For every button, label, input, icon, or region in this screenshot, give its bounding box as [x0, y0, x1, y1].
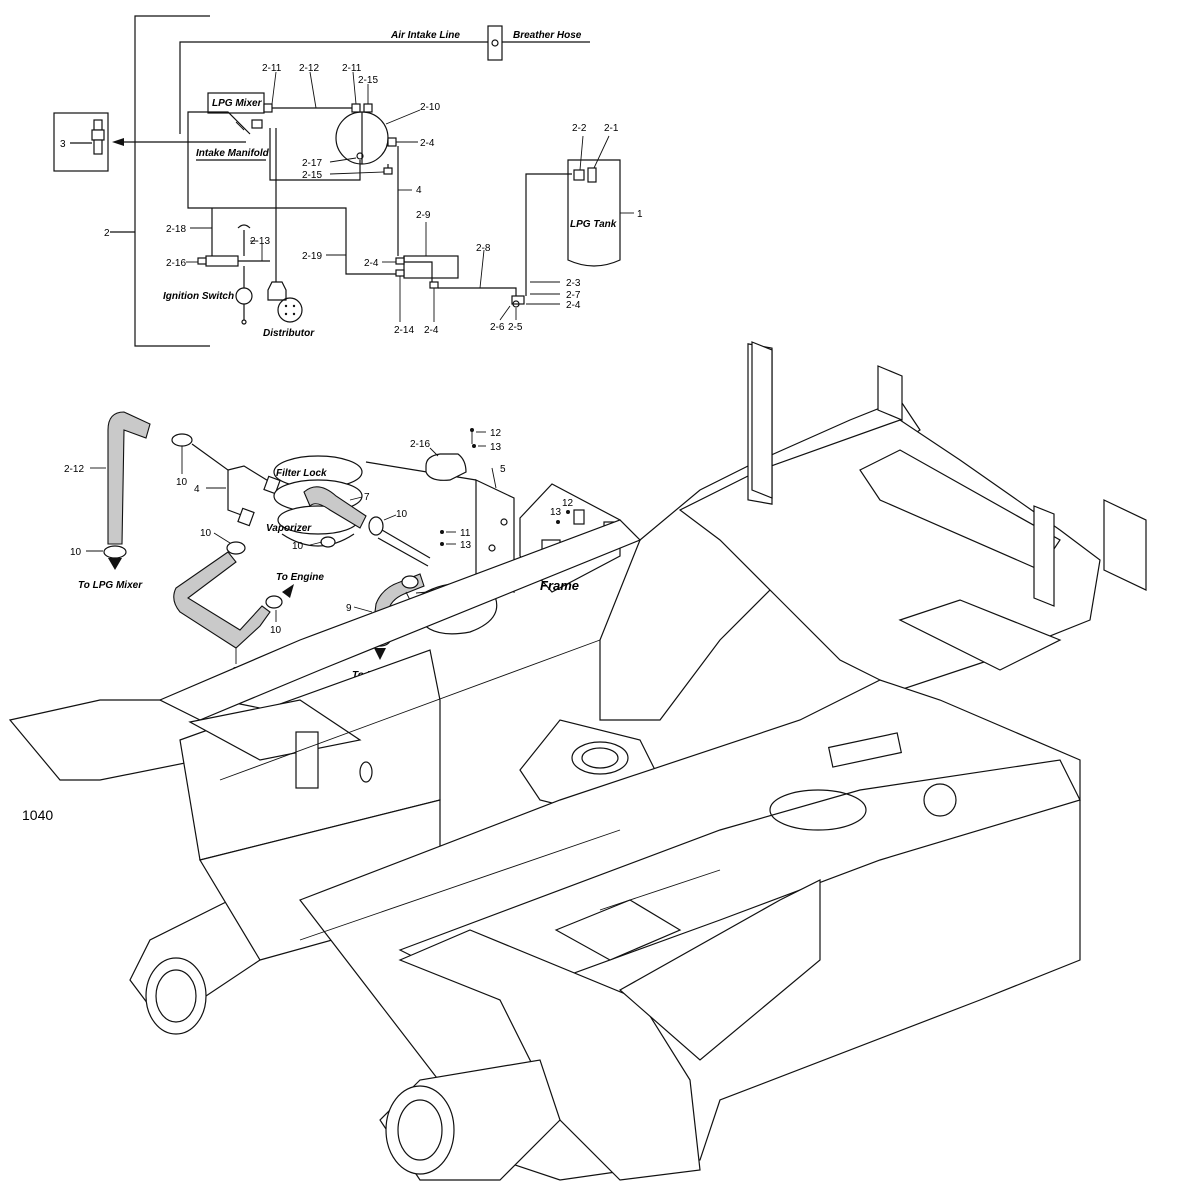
drawing-code: 1040	[22, 807, 53, 823]
callout-2-16a: 2-16	[166, 258, 186, 269]
callout-2-18: 2-18	[166, 224, 186, 235]
clamp-10c	[368, 516, 384, 536]
callout-10b: 10	[176, 477, 188, 488]
callout-4a: 4	[416, 185, 422, 196]
callout-2-4c: 2-4	[566, 300, 581, 311]
lpg-tank	[567, 159, 621, 267]
label-lpg-mixer: LPG Mixer	[212, 98, 263, 109]
arrow-to-part-3-icon	[112, 138, 124, 146]
callout-2-15a: 2-15	[358, 75, 378, 86]
filter-lock-box	[403, 255, 459, 279]
callout-10a: 10	[70, 547, 82, 558]
callout-3: 3	[60, 139, 66, 150]
callout-2-2: 2-2	[572, 123, 587, 134]
arrow-to-engine-2-icon	[374, 648, 386, 660]
callout-10e: 10	[292, 541, 304, 552]
callout-10f: 10	[270, 625, 282, 636]
label-distributor: Distributor	[263, 328, 315, 339]
callout-13b: 13	[460, 540, 472, 551]
callout-2-4a: 2-4	[420, 138, 435, 149]
clamp-10a	[103, 545, 127, 559]
ignition-switch-icon	[235, 287, 253, 305]
clamp-10b	[171, 433, 193, 447]
callout-5: 5	[500, 464, 506, 475]
callout-2: 2	[104, 228, 110, 239]
distributor-icon	[267, 281, 287, 301]
callout-10c: 10	[396, 509, 408, 520]
callout-2-1: 2-1	[604, 123, 619, 134]
callout-2-12a: 2-12	[299, 63, 319, 74]
callout-13a: 13	[490, 442, 502, 453]
clamp-10f	[265, 595, 283, 609]
clamp-10d	[226, 541, 246, 555]
callout-2-9: 2-9	[416, 210, 431, 221]
callout-12b: 12	[562, 498, 574, 509]
solenoid-2-16	[425, 453, 467, 481]
arrow-down-lpg-mixer-icon	[108, 558, 122, 570]
callout-1: 1	[637, 209, 643, 220]
callout-9: 9	[346, 603, 352, 614]
label-intake-manifold: Intake Manifold	[196, 148, 270, 159]
chassis-frame	[8, 341, 1147, 1181]
callout-2-13: 2-13	[250, 236, 270, 247]
arrow-to-engine-1-icon	[282, 584, 294, 598]
label-frame: Frame	[540, 578, 579, 593]
callout-2-11a: 2-11	[262, 63, 282, 74]
callout-4b: 4	[194, 484, 200, 495]
callout-2-16b: 2-16	[410, 439, 430, 450]
callout-12a: 12	[490, 428, 502, 439]
callout-2-10: 2-10	[420, 102, 440, 113]
callout-2-11b: 2-11	[342, 63, 362, 74]
callout-2-19: 2-19	[302, 251, 322, 262]
callout-2-12b: 2-12	[64, 464, 84, 475]
callout-2-4d: 2-4	[424, 325, 439, 336]
callout-2-15b: 2-15	[302, 170, 322, 181]
callout-2-17: 2-17	[302, 158, 322, 169]
label-to-engine-1: To Engine	[276, 572, 324, 583]
callout-2-6: 2-6	[490, 322, 505, 333]
label-vaporizer: Vaporizer	[266, 523, 312, 534]
hose-7	[303, 486, 367, 529]
callout-2-5: 2-5	[508, 322, 523, 333]
label-to-lpg-mixer: To LPG Mixer	[78, 580, 143, 591]
callout-11: 11	[460, 528, 471, 539]
callout-7: 7	[364, 492, 370, 503]
callout-2-4b: 2-4	[364, 258, 379, 269]
callout-2-8: 2-8	[476, 243, 491, 254]
callout-10d: 10	[200, 528, 212, 539]
callout-13c: 13	[550, 507, 562, 518]
callout-2-7: 2-7	[566, 290, 581, 301]
hose-2-12	[107, 411, 151, 545]
breather-fitting	[487, 25, 503, 61]
callout-2-14: 2-14	[394, 325, 414, 336]
label-lpg-tank: LPG Tank	[570, 219, 617, 230]
schematic: 2 3 Air Intake Line Breather Hose LPG Mi…	[53, 15, 643, 347]
label-air-intake-line: Air Intake Line	[390, 30, 460, 41]
label-filter-lock: Filter Lock	[276, 468, 327, 479]
part-3-box	[53, 112, 109, 172]
label-ignition-switch: Ignition Switch	[163, 291, 234, 302]
frame-right-leg	[398, 929, 701, 1181]
hose-6	[173, 551, 271, 649]
callout-2-3: 2-3	[566, 278, 581, 289]
label-breather-hose: Breather Hose	[513, 30, 582, 41]
